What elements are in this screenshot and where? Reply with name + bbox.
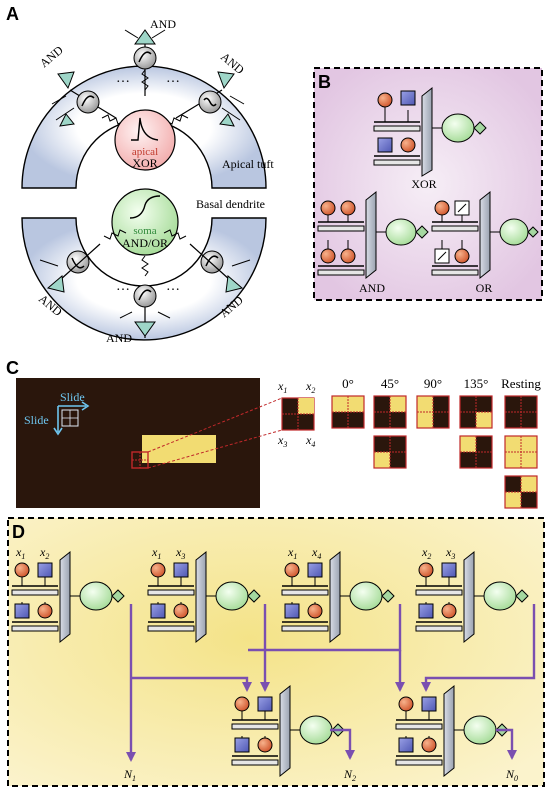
and-unit bbox=[317, 190, 429, 280]
soma-text: soma bbox=[133, 225, 156, 237]
upper-and-label: AND bbox=[150, 17, 176, 31]
xor-label: XOR bbox=[411, 177, 436, 191]
ellipsis-upper-right: … bbox=[166, 71, 180, 86]
wire-n2 bbox=[330, 728, 352, 758]
tile-0deg-a bbox=[331, 395, 365, 429]
soma-gate: AND/OR bbox=[122, 236, 168, 250]
d-unit-1 bbox=[11, 550, 125, 644]
zigzag-left-apical bbox=[101, 114, 125, 125]
x1-label: x1 bbox=[277, 379, 287, 395]
angle-label-45: 45° bbox=[381, 376, 399, 391]
upper-neuron-top bbox=[124, 29, 166, 96]
basal-arc-band bbox=[21, 217, 267, 341]
wire-arrowheads bbox=[126, 682, 517, 762]
ellipsis-lower-left: … bbox=[116, 279, 130, 294]
soma-sigmoid-icon bbox=[129, 195, 161, 219]
apical-tuft-label: Apical tuft bbox=[222, 157, 274, 171]
tile-135deg-a bbox=[459, 395, 493, 429]
lower-and-bottom-label: AND bbox=[106, 331, 132, 345]
xor-unit bbox=[373, 86, 487, 177]
panel-d-letter: D bbox=[12, 522, 25, 542]
zoom-grid bbox=[281, 397, 315, 431]
upper-neuron-left bbox=[51, 71, 117, 127]
unit4-input-b: x3 bbox=[445, 545, 455, 561]
tile-45deg-b bbox=[373, 435, 407, 469]
n0-label: N0 bbox=[505, 767, 518, 783]
lower-neuron-right bbox=[189, 243, 251, 293]
d-unit-5 bbox=[231, 684, 345, 778]
tile-45deg-a bbox=[373, 395, 407, 429]
n2-label: N2 bbox=[343, 767, 356, 783]
basal-dendrite-label: Basal dendrite bbox=[196, 197, 265, 211]
slide-top-label: Slide bbox=[60, 390, 85, 404]
angle-label-0: 0° bbox=[342, 376, 354, 391]
unit3-input-a: x1 bbox=[287, 545, 297, 561]
d-unit-2 bbox=[147, 550, 261, 644]
upper-neuron-right bbox=[175, 71, 245, 127]
zigzag-bottom-soma bbox=[141, 255, 149, 277]
x3-label: x3 bbox=[277, 433, 287, 449]
unit2-input-a: x1 bbox=[151, 545, 161, 561]
tile-135deg-b bbox=[459, 435, 493, 469]
zigzag-right-apical bbox=[165, 114, 189, 125]
panel-a-letter: A bbox=[6, 4, 19, 24]
panel-b-letter: B bbox=[318, 72, 331, 92]
unit4-input-a: x2 bbox=[421, 545, 431, 561]
lower-neuron-bottom bbox=[119, 284, 171, 338]
ellipsis-lower-right: … bbox=[166, 279, 180, 294]
apical-compartment bbox=[114, 109, 176, 171]
wire-n0 bbox=[496, 728, 514, 758]
angle-label-90: 90° bbox=[424, 376, 442, 391]
unit1-input-b: x2 bbox=[39, 545, 49, 561]
tile-resting-b bbox=[504, 435, 538, 469]
or-unit bbox=[431, 190, 539, 280]
x4-label: x4 bbox=[305, 433, 315, 449]
unit1-input-a: x1 bbox=[15, 545, 25, 561]
apical-gate: XOR bbox=[132, 156, 157, 170]
upper-and-left-label: AND bbox=[37, 43, 66, 71]
ellipsis-upper-left: … bbox=[116, 71, 130, 86]
orientation-patterns bbox=[331, 395, 538, 509]
zoom-line-bottom bbox=[147, 429, 283, 469]
panel-c-letter: C bbox=[6, 358, 19, 378]
x2-label: x2 bbox=[305, 379, 315, 395]
n1-label: N1 bbox=[123, 767, 136, 783]
slide-left-label: Slide bbox=[24, 413, 49, 427]
tile-resting-c bbox=[504, 475, 538, 509]
d-unit-4 bbox=[415, 550, 529, 644]
apical-spike-icon bbox=[131, 117, 159, 141]
zigzag-left-soma bbox=[103, 229, 127, 240]
angle-label-135: 135° bbox=[464, 376, 489, 391]
tile-90deg-a bbox=[416, 395, 450, 429]
soma-compartment bbox=[111, 188, 179, 256]
zoom-line-top bbox=[147, 397, 283, 453]
panel-d-units bbox=[11, 550, 529, 778]
unit2-input-b: x3 bbox=[175, 545, 185, 561]
and-label: AND bbox=[359, 281, 385, 295]
or-label: OR bbox=[476, 281, 493, 295]
d-unit-3 bbox=[281, 550, 395, 644]
tile-resting-a bbox=[504, 395, 538, 429]
angle-label-resting: Resting bbox=[501, 376, 541, 391]
panel-d-frame bbox=[7, 517, 545, 787]
unit3-input-b: x4 bbox=[311, 545, 321, 561]
apical-text: apical bbox=[132, 146, 158, 158]
scene-background bbox=[16, 378, 260, 508]
zigzag-right-soma bbox=[163, 229, 187, 240]
lower-neuron-left bbox=[39, 243, 101, 293]
